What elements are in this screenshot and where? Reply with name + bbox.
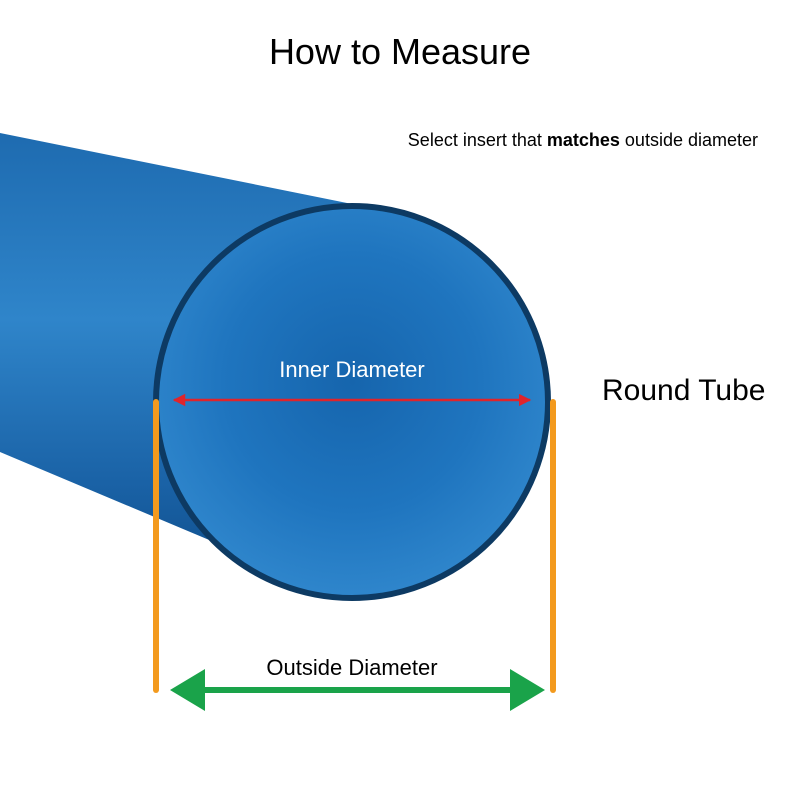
tube-end-face xyxy=(153,203,551,601)
instruction-emphasis: matches xyxy=(546,130,620,150)
outside-diameter-label: Outside Diameter xyxy=(266,655,437,680)
instruction-after: outside diameter xyxy=(619,130,758,150)
outside-diameter-arrow xyxy=(170,669,545,711)
instruction-text: Select insert that matches outside diame… xyxy=(408,128,758,152)
instruction-before: Select insert that xyxy=(407,130,547,150)
inner-diameter-label: Inner Diameter xyxy=(279,357,425,382)
shape-label: Round Tube xyxy=(602,374,766,407)
page-title: How to Measure xyxy=(268,31,532,72)
